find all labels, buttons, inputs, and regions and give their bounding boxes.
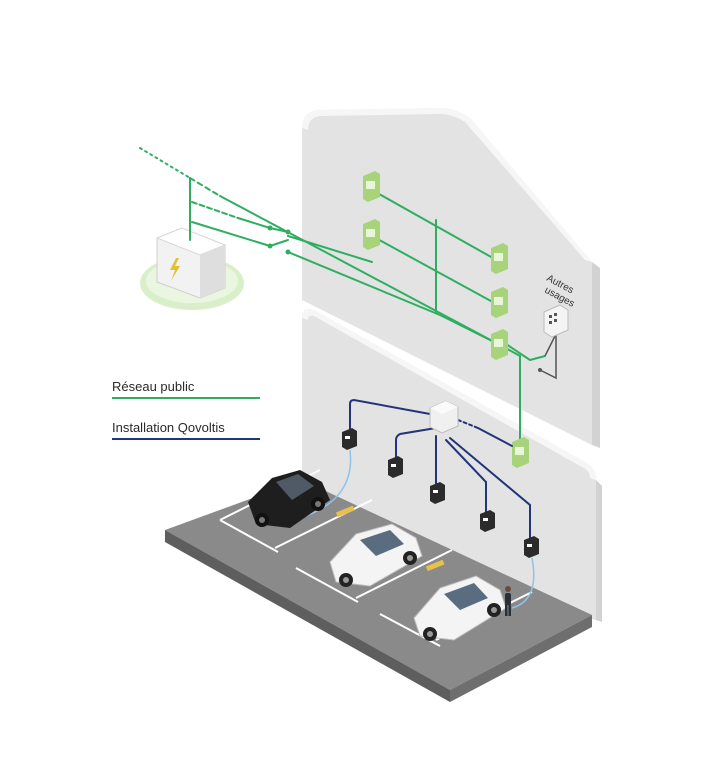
ev-charger-icon bbox=[342, 428, 357, 450]
car-black bbox=[248, 470, 330, 528]
legend-public-swatch bbox=[112, 397, 260, 399]
legend-public-network: Réseau public bbox=[112, 379, 260, 399]
parking-floor bbox=[165, 469, 592, 702]
meter-icon bbox=[363, 219, 380, 250]
meter-icon bbox=[491, 287, 508, 318]
meter-boxes bbox=[363, 171, 529, 468]
ev-charger-icon bbox=[430, 482, 445, 504]
ev-charger-icon bbox=[524, 536, 539, 558]
ev-chargers bbox=[342, 428, 539, 558]
meter-icon bbox=[491, 243, 508, 274]
public-network-wiring bbox=[139, 147, 546, 447]
person bbox=[505, 586, 511, 616]
ev-charger-icon bbox=[480, 510, 495, 532]
charge-cables bbox=[299, 449, 535, 609]
legend-installation-swatch bbox=[112, 438, 260, 440]
ev-charger-icon bbox=[388, 456, 403, 478]
transformer-substation bbox=[140, 227, 244, 310]
meter-icon bbox=[491, 329, 508, 360]
meter-icon bbox=[512, 437, 529, 468]
distribution-box bbox=[429, 400, 459, 434]
switches bbox=[267, 225, 291, 255]
lightning-bolt-icon bbox=[170, 258, 180, 281]
installation-wiring bbox=[349, 398, 531, 541]
car-white-middle bbox=[329, 523, 423, 587]
wheel-stops bbox=[335, 505, 445, 572]
legend-installation: Installation Qovoltis bbox=[112, 420, 260, 440]
car-white-front bbox=[413, 575, 507, 641]
legend-public-label: Réseau public bbox=[112, 379, 195, 394]
legend-installation-label: Installation Qovoltis bbox=[112, 420, 225, 435]
meter-icon bbox=[363, 171, 380, 202]
